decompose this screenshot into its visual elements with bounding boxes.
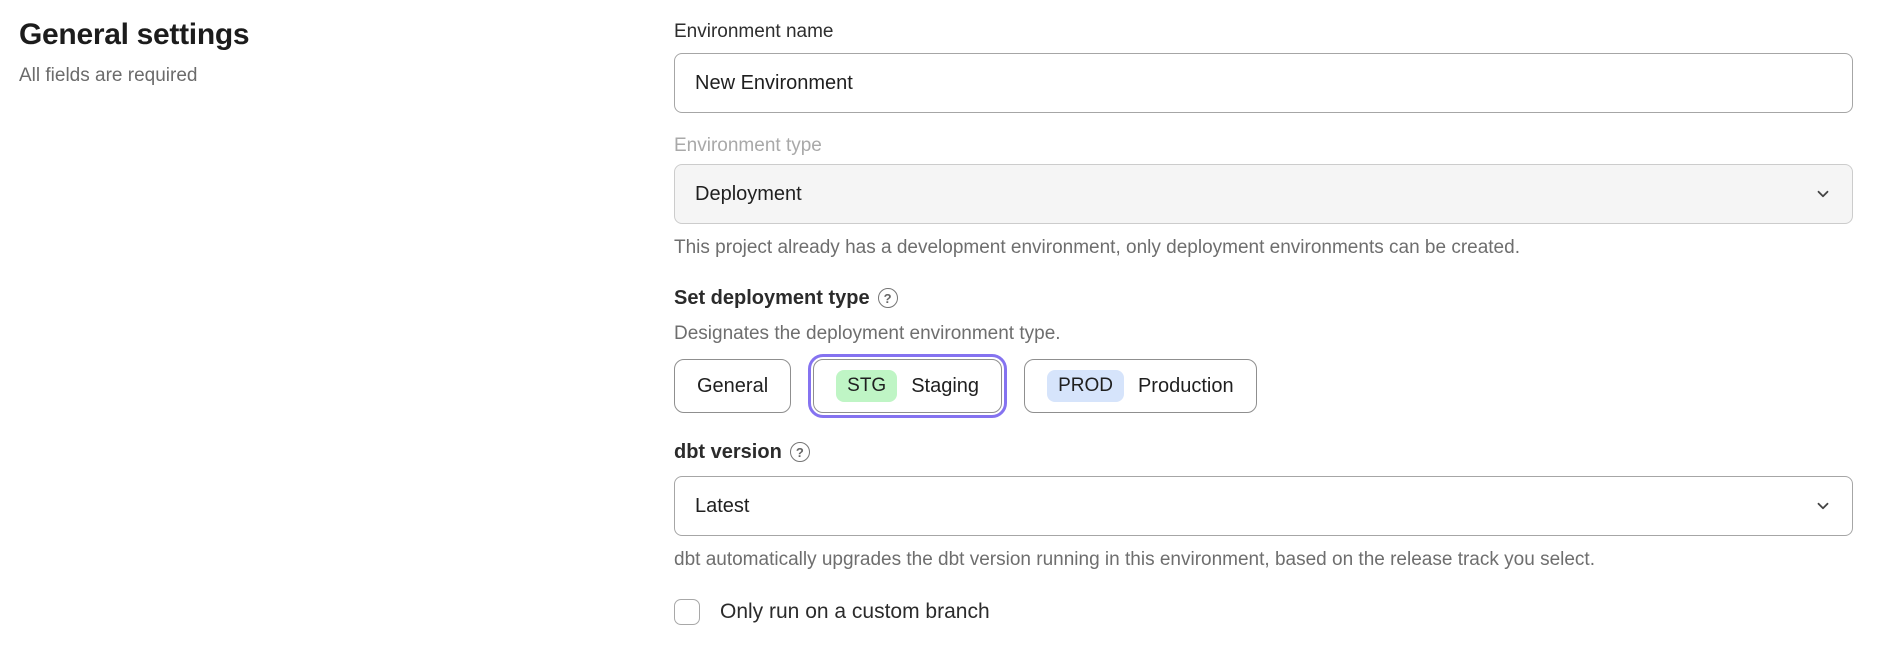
deployment-type-options: General STG Staging PROD Production	[674, 354, 1853, 418]
environment-type-value: Deployment	[695, 182, 802, 205]
dbt-version-heading-text: dbt version	[674, 441, 782, 463]
deployment-type-production-label: Production	[1137, 374, 1234, 397]
dbt-version-helper: dbt automatically upgrades the dbt versi…	[674, 549, 1595, 570]
chevron-down-icon	[1814, 185, 1832, 203]
deployment-type-general-label: General	[697, 374, 769, 397]
deployment-type-staging-button[interactable]: STG Staging	[808, 354, 1008, 418]
deployment-type-description: Designates the deployment environment ty…	[674, 323, 1061, 344]
dbt-version-value: Latest	[695, 494, 750, 517]
custom-branch-label: Only run on a custom branch	[720, 600, 990, 623]
page-subtitle: All fields are required	[19, 65, 198, 86]
environment-name-input[interactable]	[674, 53, 1853, 113]
environment-name-label: Environment name	[674, 21, 834, 42]
chevron-down-icon	[1814, 497, 1832, 515]
production-badge: PROD	[1047, 370, 1124, 402]
environment-type-helper: This project already has a development e…	[674, 237, 1520, 258]
staging-badge: STG	[836, 370, 898, 402]
environment-form: Environment name Environment type Deploy…	[674, 0, 1853, 625]
settings-intro: General settings All fields are required	[19, 16, 539, 88]
custom-branch-row: Only run on a custom branch	[674, 599, 1853, 625]
deployment-type-heading-text: Set deployment type	[674, 287, 870, 309]
dbt-version-select[interactable]: Latest	[674, 476, 1853, 536]
dbt-version-heading: dbt version ?	[674, 440, 1853, 464]
custom-branch-checkbox[interactable]	[674, 599, 700, 625]
page-title: General settings	[19, 18, 250, 51]
deployment-type-general-button[interactable]: General	[674, 359, 792, 413]
environment-type-label: Environment type	[674, 135, 822, 156]
deployment-type-heading: Set deployment type ?	[674, 286, 1853, 310]
environment-type-select[interactable]: Deployment	[674, 164, 1853, 224]
deployment-type-production-button[interactable]: PROD Production	[1024, 359, 1257, 413]
deployment-type-staging-label: Staging	[911, 374, 980, 397]
help-icon[interactable]: ?	[877, 288, 898, 308]
help-icon[interactable]: ?	[789, 442, 810, 462]
